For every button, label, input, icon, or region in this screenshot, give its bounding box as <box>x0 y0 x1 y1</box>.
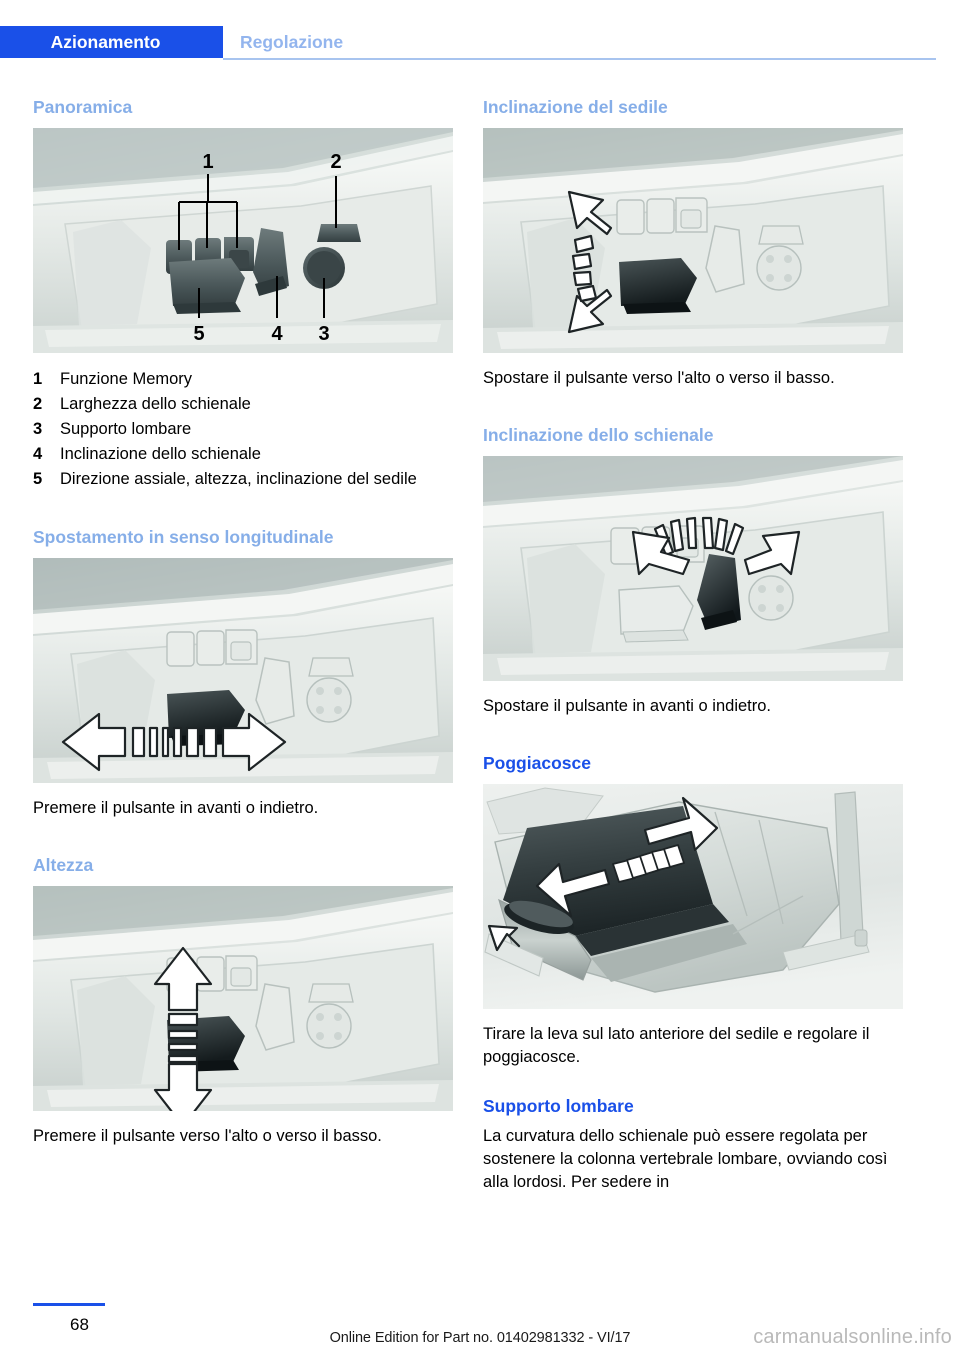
list-item-number: 4 <box>33 445 43 463</box>
list-item: 1 Funzione Memory <box>33 367 453 392</box>
figure-label-1: 1 <box>202 151 213 173</box>
heading-inclinazione-schienale: Inclinazione dello schienale <box>483 425 714 445</box>
figure-label-2: 2 <box>330 151 341 173</box>
text-supporto-lombare: La curvatura dello schienale può essere … <box>483 1127 888 1191</box>
thigh-support-illustration <box>483 784 903 1009</box>
heading-panoramica: Panoramica <box>33 97 133 117</box>
tab-azionamento[interactable]: Azionamento <box>0 26 223 58</box>
site-watermark: carmanualsonline.info <box>753 1326 952 1348</box>
footer-divider <box>33 1303 105 1306</box>
list-item-number: 5 <box>33 470 43 488</box>
seat-tilt-adjust-illustration <box>483 128 903 353</box>
tab-regolazione[interactable]: Regolazione <box>240 32 344 52</box>
list-item: 4 Inclinazione dello schienale <box>33 442 453 467</box>
page-header: Azionamento Regolazione <box>0 26 960 62</box>
seat-height-adjust-illustration <box>33 886 453 1111</box>
heading-altezza: Altezza <box>33 855 94 875</box>
backrest-tilt-adjust-illustration <box>483 456 903 681</box>
header-divider <box>223 58 936 60</box>
list-item-label: Funzione Memory <box>60 370 193 388</box>
page-number: 68 <box>70 1315 89 1334</box>
text-altezza: Premere il pulsante verso l'alto o verso… <box>33 1127 382 1145</box>
heading-inclinazione-sedile: Inclinazione del sedile <box>483 97 668 117</box>
heading-poggiacosce: Poggiacosce <box>483 753 591 773</box>
figure-label-5: 5 <box>193 323 204 345</box>
edition-note: Online Edition for Part no. 01402981332 … <box>329 1330 631 1346</box>
text-spostamento-longitudinale: Premere il pulsante in avanti o indietro… <box>33 799 319 817</box>
heading-supporto-lombare: Supporto lombare <box>483 1096 634 1116</box>
list-item-label: Inclinazione dello schienale <box>60 445 261 463</box>
text-poggiacosce: Tirare la leva sul lato anteriore del se… <box>483 1025 870 1066</box>
text-inclinazione-sedile: Spostare il pulsante verso l'alto o vers… <box>483 369 835 387</box>
list-item: 2 Larghezza dello schienale <box>33 392 453 417</box>
list-item-number: 3 <box>33 420 43 438</box>
seat-longitudinal-adjust-illustration <box>33 558 453 783</box>
list-item-number: 2 <box>33 395 43 413</box>
list-item: 5 Direzione assiale, altezza, inclinazio… <box>33 467 453 492</box>
list-item-number: 1 <box>33 370 43 388</box>
figure-label-3: 3 <box>318 323 329 345</box>
list-item: 3 Supporto lombare <box>33 417 453 442</box>
seat-control-overview-illustration: 1 2 3 4 5 <box>33 128 453 353</box>
figure-label-4: 4 <box>271 323 283 345</box>
right-column: Inclinazione del sedile <box>483 96 903 1194</box>
list-item-label: Supporto lombare <box>60 420 192 438</box>
list-item-label: Larghezza dello schienale <box>60 395 251 413</box>
heading-spostamento-longitudinale: Spostamento in senso longitudinale <box>33 527 334 547</box>
left-column: Panoramica <box>33 96 453 1148</box>
overview-item-list: 1 Funzione Memory 2 Larghezza dello schi… <box>33 367 453 492</box>
text-inclinazione-schienale: Spostare il pulsante in avanti o indietr… <box>483 697 772 715</box>
list-item-label: Direzione assiale, altezza, inclinazione… <box>60 470 417 488</box>
